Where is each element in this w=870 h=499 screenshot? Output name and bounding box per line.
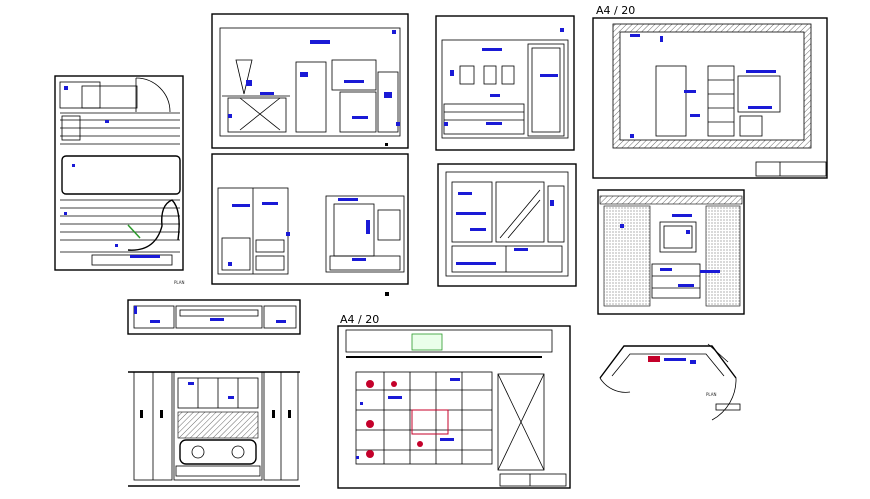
elevation-top-1 — [211, 13, 409, 149]
plan-label-right: PLAN — [706, 392, 717, 397]
plan-top-right — [592, 17, 828, 179]
floor-plan-left — [54, 75, 184, 271]
sheet-scale-label-bottom: A4 / 20 — [340, 313, 380, 326]
plan-bottom-center — [337, 325, 571, 489]
plan-label-left: PLAN — [174, 280, 185, 285]
elevation-right-middle — [597, 189, 745, 315]
elevation-middle-2 — [437, 163, 577, 287]
sheet-scale-label-top: A4 / 20 — [596, 4, 636, 17]
wardrobe-elevation — [128, 371, 300, 487]
section-strip — [127, 299, 301, 335]
elevation-middle-1 — [211, 153, 409, 296]
elevation-top-2 — [435, 15, 575, 151]
angled-plan-bottom-right — [599, 343, 741, 421]
